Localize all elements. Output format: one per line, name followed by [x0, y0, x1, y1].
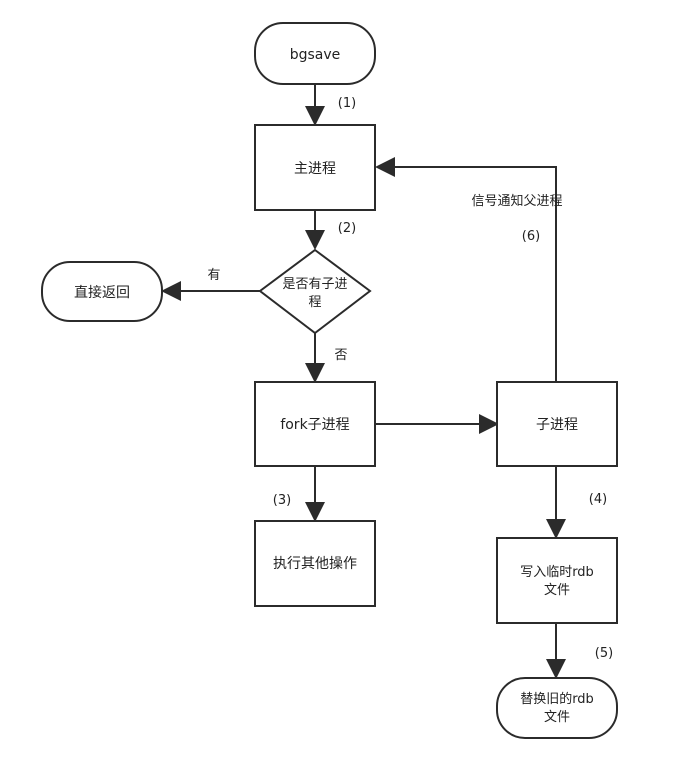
step-4-label: (4): [589, 492, 607, 507]
decision-label-line2: 程: [308, 295, 321, 310]
child-process-box: [496, 381, 618, 467]
step-2-label: (2): [338, 221, 356, 236]
node-replace-rdb: 替换旧的rdb 文件: [496, 677, 618, 739]
replace-rdb-label-line2: 文件: [544, 710, 570, 725]
node-decision: 是否有子进 程: [258, 248, 372, 335]
replace-rdb-terminator: [496, 677, 618, 739]
main-process-box: [254, 124, 376, 211]
bgsave-label: bgsave: [290, 47, 341, 63]
node-child-process: 子进程: [496, 381, 618, 467]
step-3-label: (3): [273, 493, 291, 508]
signal-parent-label: 信号通知父进程: [471, 193, 562, 209]
node-other-ops: 执行其他操作: [254, 520, 376, 607]
fork-child-box: [254, 381, 376, 467]
main-process-label: 主进程: [294, 161, 336, 177]
node-main-process: 主进程: [254, 124, 376, 211]
other-ops-label: 执行其他操作: [273, 556, 357, 572]
step-5-label: (5): [595, 646, 613, 661]
write-temp-label-line1: 写入临时rdb: [520, 565, 594, 580]
bgsave-terminator: [254, 22, 376, 85]
edges: [161, 84, 566, 679]
return-direct-label: 直接返回: [74, 284, 130, 301]
no-label: 否: [334, 348, 347, 363]
write-temp-label-line2: 文件: [544, 583, 570, 598]
node-write-temp: 写入临时rdb 文件: [496, 537, 618, 624]
decision-label-line1: 是否有子进: [282, 277, 347, 292]
replace-rdb-label-line1: 替换旧的rdb: [520, 691, 594, 707]
child-process-label: 子进程: [536, 417, 578, 433]
step-6-label: (6): [522, 229, 540, 244]
node-return-direct: 直接返回: [41, 261, 163, 322]
fork-child-label: fork子进程: [280, 417, 349, 433]
node-fork-child: fork子进程: [254, 381, 376, 467]
edge-labels: (1) (2) (3) (4) (5) (6) 有 否 信号通知父进程: [207, 96, 613, 661]
yes-label: 有: [207, 268, 220, 283]
decision-diamond: [258, 248, 372, 335]
step-1-label: (1): [338, 96, 356, 111]
write-temp-box: [496, 537, 618, 624]
return-direct-terminator: [41, 261, 163, 322]
other-ops-box: [254, 520, 376, 607]
node-bgsave: bgsave: [254, 22, 376, 85]
edge-child-to-main: [375, 157, 557, 381]
